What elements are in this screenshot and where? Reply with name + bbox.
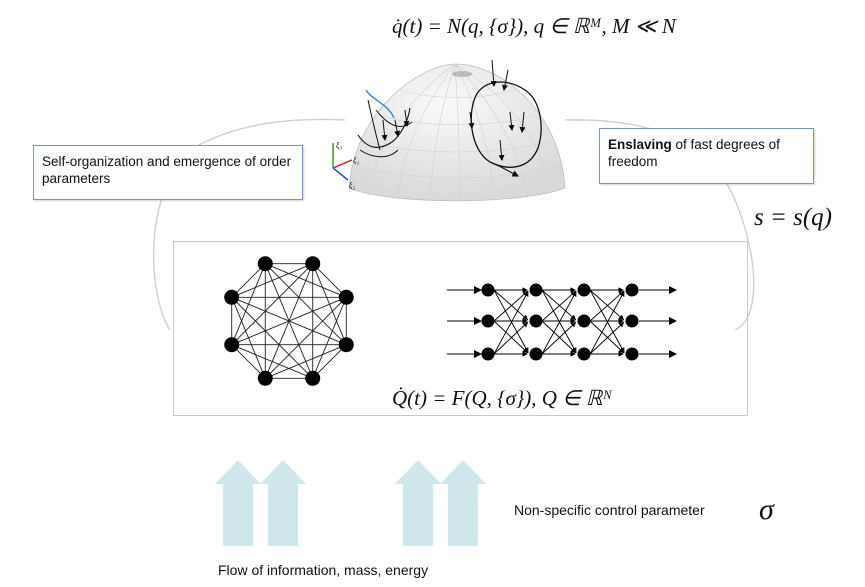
layer-node [481, 283, 495, 297]
layer-node [529, 347, 543, 361]
octagon-edge [231, 296, 347, 346]
self-organization-text: Self-organization and emergence of order… [42, 154, 292, 186]
octagon-edge [264, 263, 347, 346]
axis-xi1 [332, 159, 353, 169]
octagon-edge [265, 344, 347, 379]
flow-arrow-1 [215, 460, 261, 546]
enslaving-bold-text: Enslaving [608, 137, 672, 152]
layer-edge [493, 290, 529, 355]
octagon-edge [231, 263, 313, 298]
cycle-loop-right [564, 119, 755, 331]
slaving-equation: s = s(q) [754, 204, 832, 231]
fully-connected-network [224, 256, 354, 386]
manifold-dome: ξ₃ ξ₁ ξ₂ [332, 59, 566, 203]
layer-edge [541, 290, 577, 322]
flow-arrow-2 [260, 460, 306, 546]
layer-node [481, 347, 495, 361]
axis-label-b: ξ₁ [353, 156, 359, 165]
microscopic-equation: Q̇(t) = F(Q, {σ}), Q ∈ ℝᴺ [392, 386, 613, 410]
control-parameter-label: Non-specific control parameter [514, 502, 705, 518]
flow-arrows [215, 460, 486, 546]
layer-edge [541, 320, 577, 354]
sigma-symbol: σ [759, 493, 774, 526]
octagon-edge [231, 344, 266, 379]
self-organization-box: Self-organization and emergence of order… [33, 145, 303, 200]
order-parameter-equation: q̇(t) = N(q, {σ}), q ∈ ℝᴹ, M ≪ N [392, 14, 676, 38]
layer-node [625, 314, 639, 328]
layer-node [529, 283, 543, 297]
octagon-node [257, 256, 273, 272]
layer-edge [589, 321, 625, 355]
enslaving-rest-text: of fast degrees of freedom [608, 137, 780, 169]
octagon-edge [231, 263, 314, 346]
layer-edge [589, 320, 625, 354]
layer-edge [541, 321, 577, 355]
octagon-node [257, 370, 273, 386]
layer-node [481, 314, 495, 328]
axis-label-a: ξ₃ [336, 141, 342, 150]
layer-node [625, 347, 639, 361]
octagon-node [305, 256, 321, 272]
layer-edge [493, 321, 529, 355]
layer-edge [541, 290, 577, 355]
layer-edge [541, 289, 577, 321]
flow-arrow-4 [440, 460, 486, 546]
octagon-edge [231, 296, 314, 379]
layer-edge [493, 289, 529, 321]
axis-label-c: ξ₂ [349, 181, 355, 190]
octagon-edge [231, 297, 266, 379]
octagon-node [305, 370, 321, 386]
octagon-node [338, 337, 354, 353]
axis-xi2 [332, 167, 349, 181]
octagon-edge [312, 344, 347, 379]
enslaving-box: Enslaving of fast degrees of freedom [599, 128, 814, 184]
octagon-node [224, 289, 240, 305]
layer-node [577, 283, 591, 297]
flow-label: Flow of information, mass, energy [218, 562, 429, 578]
layer-edge [493, 320, 529, 354]
octagon-edge [231, 344, 313, 379]
layer-node [625, 283, 639, 297]
layer-edge [589, 289, 625, 321]
octagon-edge [264, 296, 347, 379]
octagon-node [338, 289, 354, 305]
octagon-edge [312, 263, 347, 298]
layer-edge [493, 290, 529, 322]
layer-edge [589, 290, 625, 355]
flow-arrow-3 [395, 460, 441, 546]
network-frame [173, 241, 748, 416]
layer-node [529, 314, 543, 328]
layer-node [577, 314, 591, 328]
layered-network [447, 283, 677, 361]
layer-node [577, 347, 591, 361]
layer-edge [589, 290, 625, 322]
octagon-edge [231, 263, 266, 298]
octagon-node [224, 337, 240, 353]
